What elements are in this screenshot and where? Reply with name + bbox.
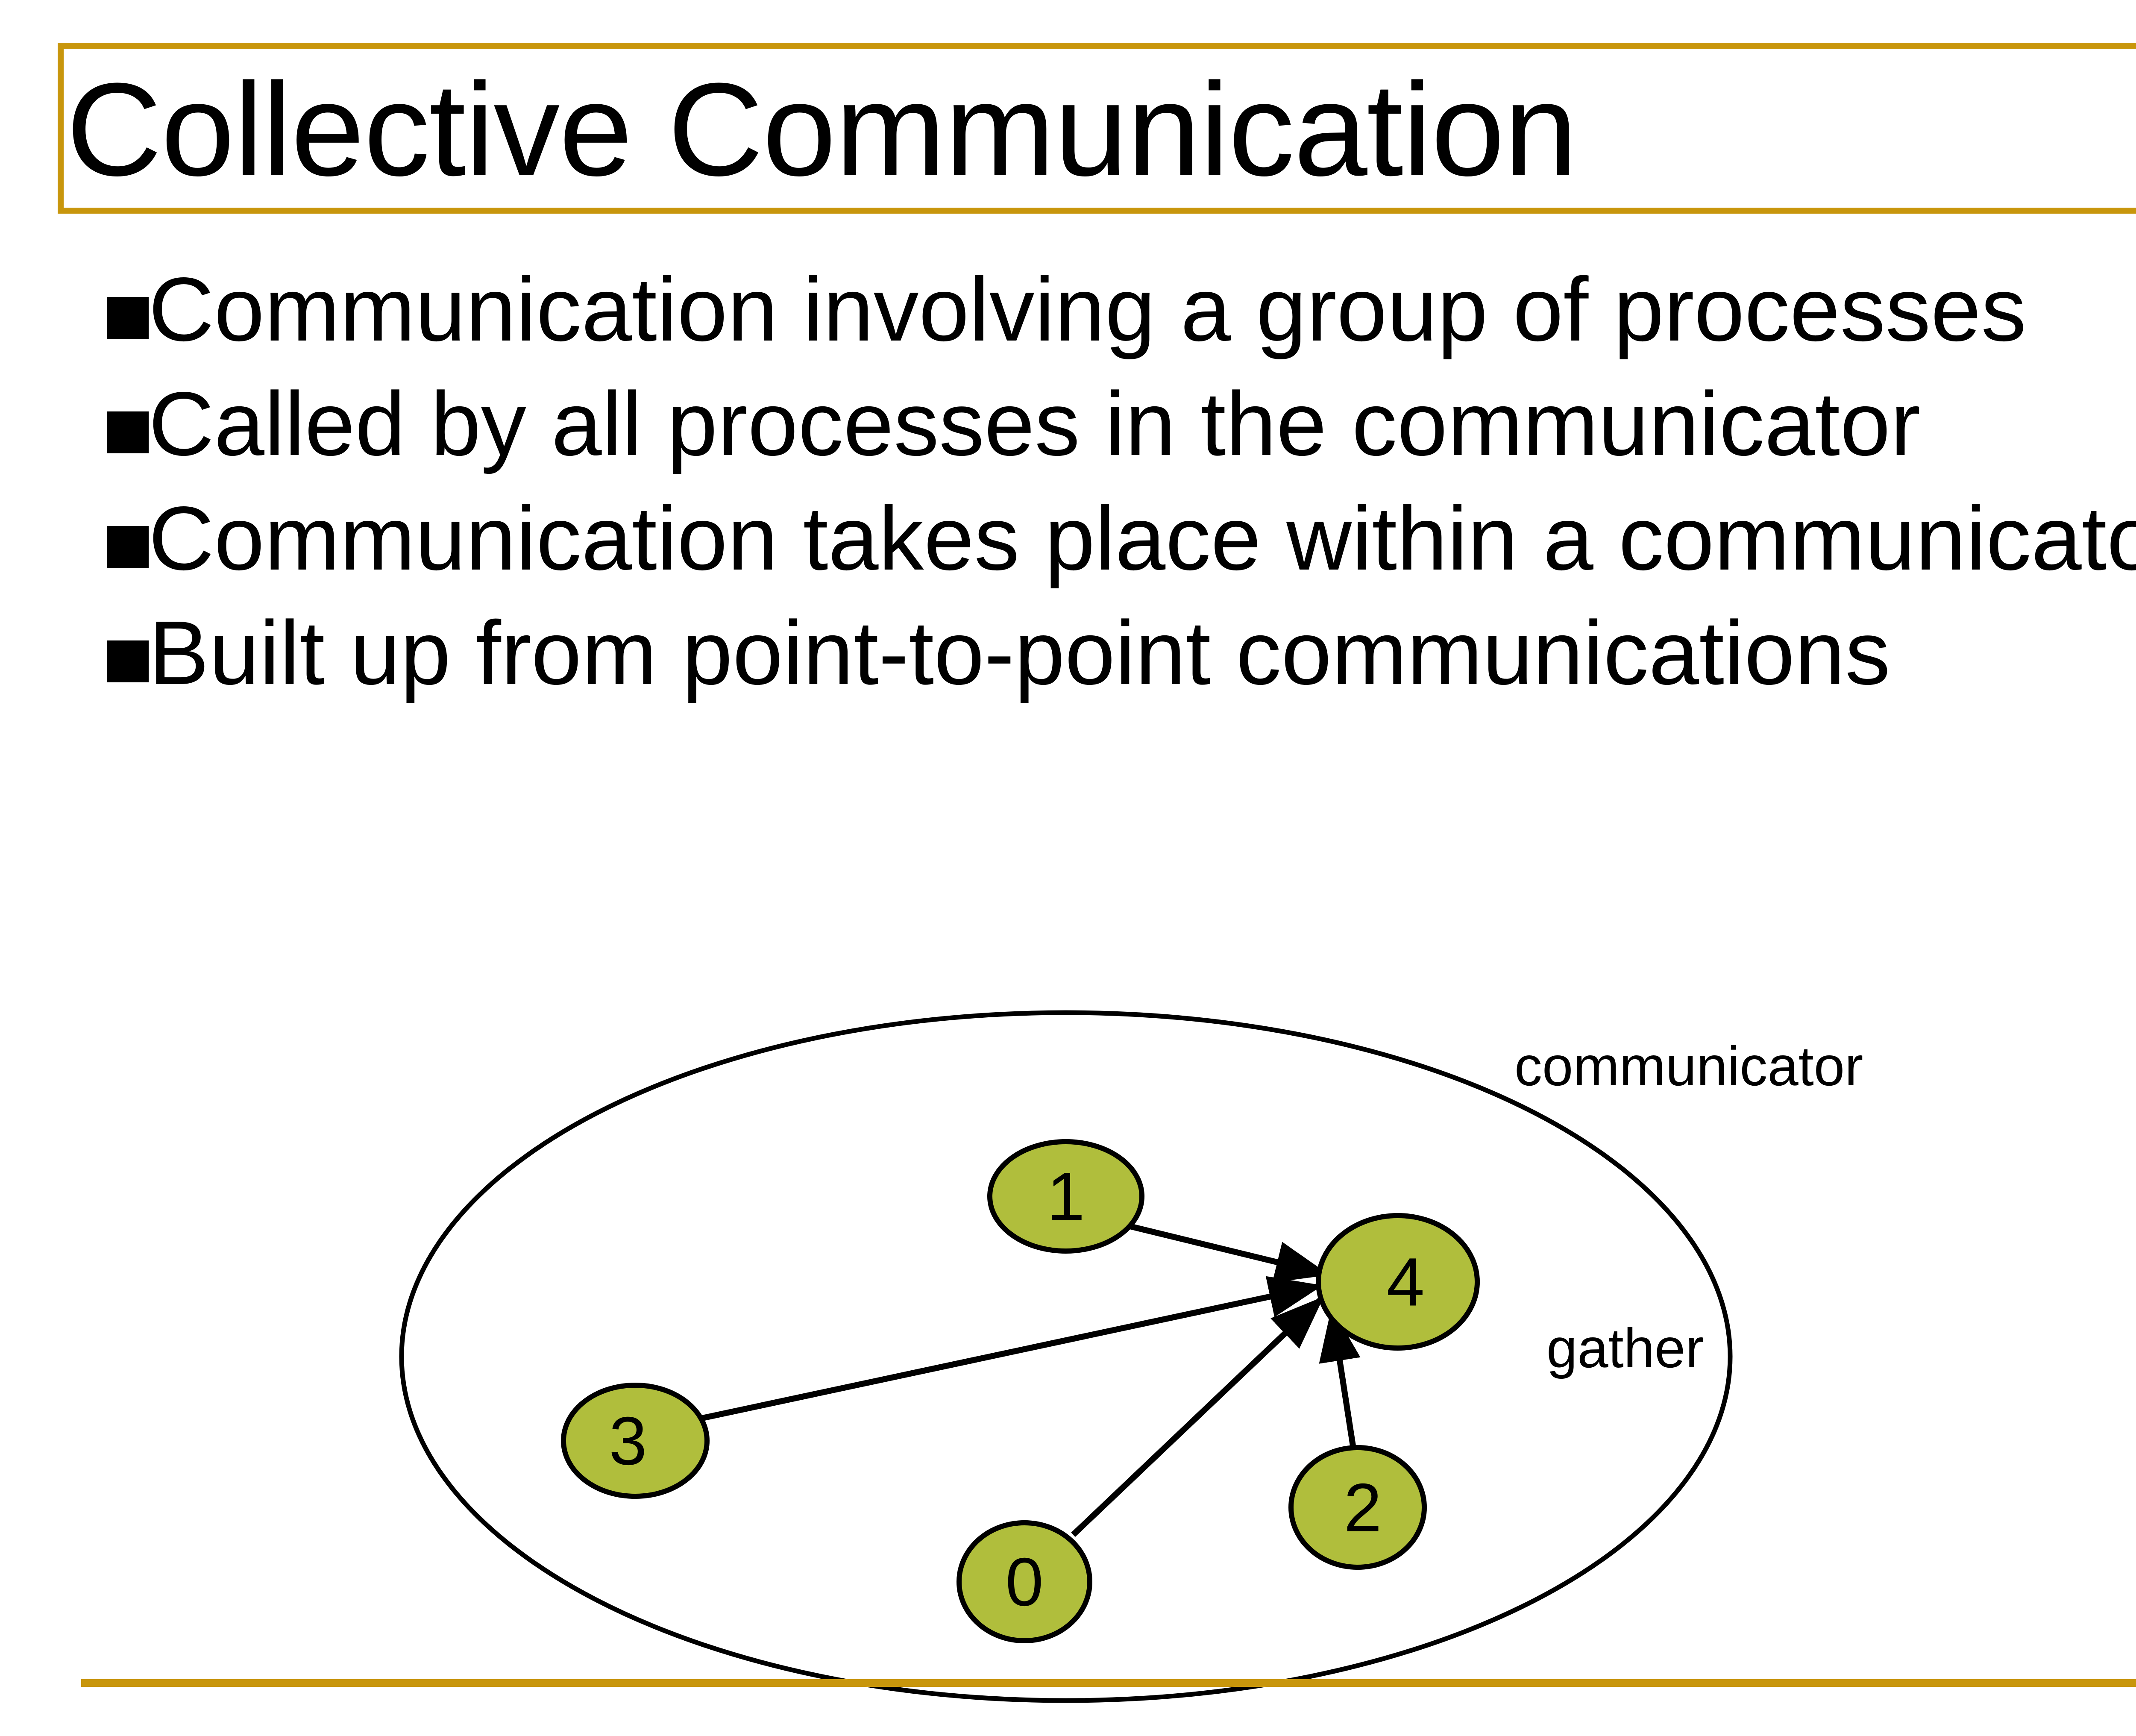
list-item-label: Called by all processes in the communica… (149, 373, 1921, 474)
process-node-3[interactable]: 3 (561, 1383, 710, 1499)
list-item: Communication involving a group of proce… (107, 252, 2136, 367)
list-item-label: Built up from point-to-point communicati… (149, 602, 1890, 703)
list-item: Communication takes place within a commu… (107, 481, 2136, 596)
communicator-label: communicator (1514, 1035, 1863, 1097)
communicator-boundary-ellipse (399, 1010, 1733, 1703)
square-bullet-icon (107, 297, 149, 339)
process-node-label: 4 (1387, 1244, 1425, 1320)
square-bullet-icon (107, 526, 149, 568)
process-node-1[interactable]: 1 (987, 1139, 1144, 1254)
process-node-label: 1 (1047, 1158, 1085, 1235)
footer-rule (81, 1679, 2136, 1687)
gather-label: gather (1546, 1317, 1704, 1379)
process-node-label: 2 (1344, 1469, 1382, 1546)
bullet-list: Communication involving a group of proce… (107, 252, 2136, 710)
process-node-label: 0 (1006, 1544, 1044, 1620)
process-node-0[interactable]: 0 (957, 1520, 1092, 1643)
list-item: Built up from point-to-point communicati… (107, 596, 2136, 710)
square-bullet-icon (107, 411, 149, 453)
edge-3-to-4 (695, 1276, 1323, 1422)
process-node-2[interactable]: 2 (1288, 1445, 1427, 1570)
list-item: Called by all processes in the communica… (107, 367, 2136, 481)
process-node-label: 3 (609, 1403, 647, 1479)
square-bullet-icon (107, 640, 149, 682)
list-item-label: Communication involving a group of proce… (149, 258, 2027, 360)
edge-0-to-4 (1071, 1296, 1324, 1537)
edge-2-to-4 (1319, 1307, 1361, 1449)
process-node-4[interactable]: 4 (1316, 1213, 1480, 1351)
list-item-label: Communication takes place within a commu… (149, 488, 2136, 589)
edge-1-to-4 (1129, 1223, 1330, 1283)
title-border-box (58, 43, 2136, 214)
page-title: Collective Communication (66, 55, 1578, 203)
